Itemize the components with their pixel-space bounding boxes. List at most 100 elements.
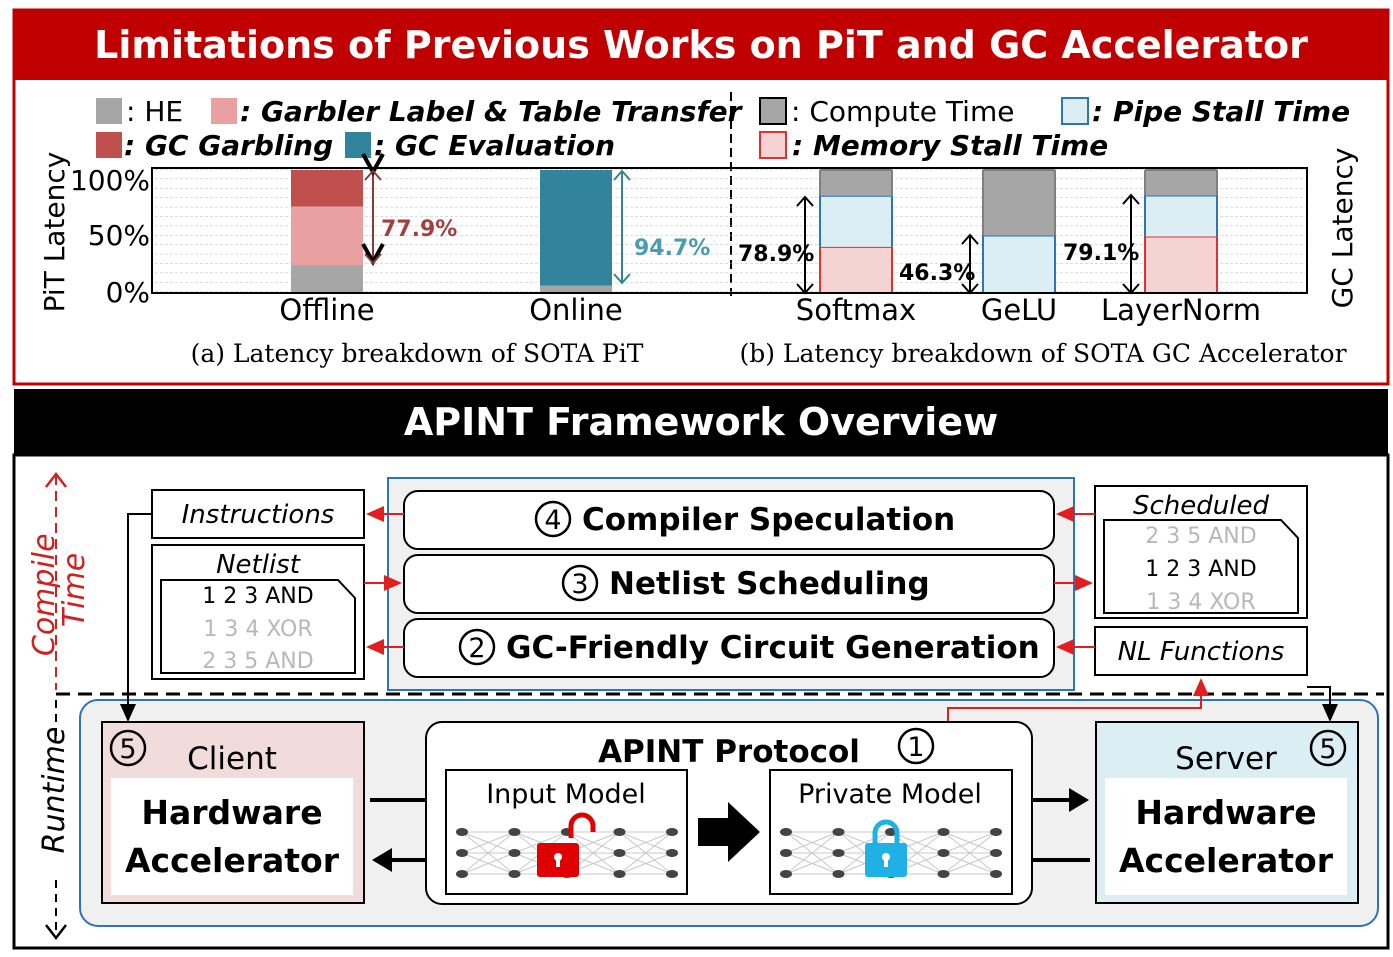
nn-node xyxy=(613,828,626,836)
private-model-label: Private Model xyxy=(798,779,982,810)
nn-edge xyxy=(943,852,997,875)
nn-node xyxy=(990,828,1002,836)
arrow-79-1-heads xyxy=(1122,193,1140,295)
server-hw-panel xyxy=(1105,778,1347,895)
arrow-77-9-heads xyxy=(364,169,382,265)
legend-swatch-memory xyxy=(759,131,787,159)
runtime-axis xyxy=(45,700,67,941)
chart-b-bars xyxy=(819,169,1218,292)
overview-frame xyxy=(12,453,1390,950)
netlist-title: Netlist xyxy=(216,550,301,580)
nn-edge xyxy=(785,831,839,854)
server-node: 5 Server Hardware Accelerator xyxy=(1095,721,1359,904)
legend-label-memory: : Memory Stall Time xyxy=(792,129,1108,162)
plot-frame xyxy=(151,167,1308,294)
nn-edge xyxy=(838,831,892,854)
server-hw-line-2: Accelerator xyxy=(1119,841,1334,880)
netlist-line-3: 2 3 5 AND xyxy=(202,649,313,674)
nn-node xyxy=(456,870,468,878)
category-label-softmax: Softmax xyxy=(796,293,916,327)
bar-b-layernorm-0 xyxy=(1145,236,1217,292)
stage-circuit-generation: 2 GC-Friendly Circuit Generation xyxy=(403,618,1055,678)
bar-b-softmax-2 xyxy=(820,170,892,196)
chart-a-legend: : HE : Garbler Label & Table Transfer : … xyxy=(96,95,744,162)
chart-b-ylabel: GC Latency xyxy=(1326,148,1359,309)
legend-label-transfer: : Garbler Label & Table Transfer xyxy=(240,95,744,128)
legend-label-pipe: : Pipe Stall Time xyxy=(1092,95,1350,128)
legend-swatch-compute xyxy=(759,97,787,125)
stage-num-3: 3 xyxy=(571,569,588,600)
stage-label-2: GC-Friendly Circuit Generation xyxy=(506,630,1040,666)
chart-b-legend: : Compute Time : Pipe Stall Time : Memor… xyxy=(759,95,1350,162)
lock-shackle xyxy=(872,819,900,843)
nn-node xyxy=(937,870,950,878)
bar-a-offline-1 xyxy=(291,206,363,266)
bar-b-softmax-1 xyxy=(820,195,892,247)
bar-a-online-3 xyxy=(540,170,612,286)
server-num-circle xyxy=(1309,729,1347,767)
nn-edge xyxy=(785,831,839,875)
client-role: Client xyxy=(187,741,277,777)
netlist-doc-icon xyxy=(160,579,356,674)
ytick-0: 0% xyxy=(106,276,150,309)
protocol-num: 1 xyxy=(907,732,924,763)
nn-node xyxy=(508,849,521,857)
unlock-icon xyxy=(537,812,596,877)
legend-label-evaluation: : GC Evaluation xyxy=(374,129,615,162)
compile-time-label: Compile Time xyxy=(27,524,92,656)
nn-node xyxy=(613,849,626,857)
runtime-label: Runtime xyxy=(37,727,72,854)
server-hw-line-1: Hardware xyxy=(1135,793,1316,832)
nn-node xyxy=(780,849,792,857)
bar-b-gelu-2 xyxy=(983,170,1055,236)
netlist-line-2: 1 3 4 XOR xyxy=(203,617,312,642)
nn-node xyxy=(666,828,678,836)
nn-edge xyxy=(461,831,515,875)
client-hw-line-2: Accelerator xyxy=(125,841,340,880)
scheduled-line-3: 1 3 4 XOR xyxy=(1146,590,1255,615)
apint-protocol: APINT Protocol 1 Input Model Private Mod… xyxy=(425,721,1033,905)
nn-node xyxy=(832,828,845,836)
nl-functions-box xyxy=(1094,626,1308,676)
stage-compiler-speculation: 4 Compiler Speculation xyxy=(403,490,1055,550)
ytick-100: 100% xyxy=(70,164,150,197)
nn-node xyxy=(990,849,1002,857)
chart-a-bars xyxy=(291,170,612,292)
annotation-77-9: 77.9% xyxy=(381,217,457,242)
bar-b-softmax-0 xyxy=(820,246,892,292)
bar-a-offline-0 xyxy=(291,265,363,292)
arrow-46-3-heads xyxy=(961,233,979,295)
caption-b: (b) Latency breakdown of SOTA GC Acceler… xyxy=(739,339,1346,368)
compile-axis xyxy=(45,471,67,690)
client-node: 5 Client Hardware Accelerator xyxy=(101,721,365,904)
chart-a-annotations: 77.9% 94.7% xyxy=(361,153,710,285)
chart-b-annotations: 78.9% 46.3% 79.1% xyxy=(738,193,1140,295)
scheduled-line-2: 1 2 3 AND xyxy=(1145,557,1256,582)
arrow-instructions-to-client xyxy=(120,513,152,722)
nn-node xyxy=(456,849,468,857)
bar-a-online-0 xyxy=(540,285,612,292)
category-label-gelu: GeLU xyxy=(981,293,1057,327)
nn-edge xyxy=(461,852,515,875)
nn-node xyxy=(780,870,792,878)
unlock-keyhole-slot xyxy=(556,858,560,867)
chart-a-ylabel: PiT Latency xyxy=(38,152,71,313)
arrow-scheduled-to-server xyxy=(1307,686,1338,722)
stage-netlist-scheduling: 3 Netlist Scheduling xyxy=(403,554,1055,614)
server-role: Server xyxy=(1175,741,1277,777)
client-hw-line-1: Hardware xyxy=(141,793,322,832)
stage-num-4: 4 xyxy=(544,505,561,536)
category-label-offline: Offline xyxy=(279,293,374,327)
bar-b-layernorm-2 xyxy=(1145,170,1217,196)
stage-num-2: 2 xyxy=(468,633,485,664)
protocol-num-circle xyxy=(897,727,935,765)
legend-label-garbling: : GC Garbling xyxy=(124,129,333,162)
nn-node xyxy=(832,849,845,857)
legend-swatch-evaluation xyxy=(345,132,371,158)
scheduled-title: Scheduled xyxy=(1133,491,1269,521)
compile-axis-arrowhead xyxy=(45,471,67,488)
nn-node xyxy=(990,870,1002,878)
server-num: 5 xyxy=(1319,734,1336,765)
annotation-94-7: 94.7% xyxy=(634,236,710,261)
